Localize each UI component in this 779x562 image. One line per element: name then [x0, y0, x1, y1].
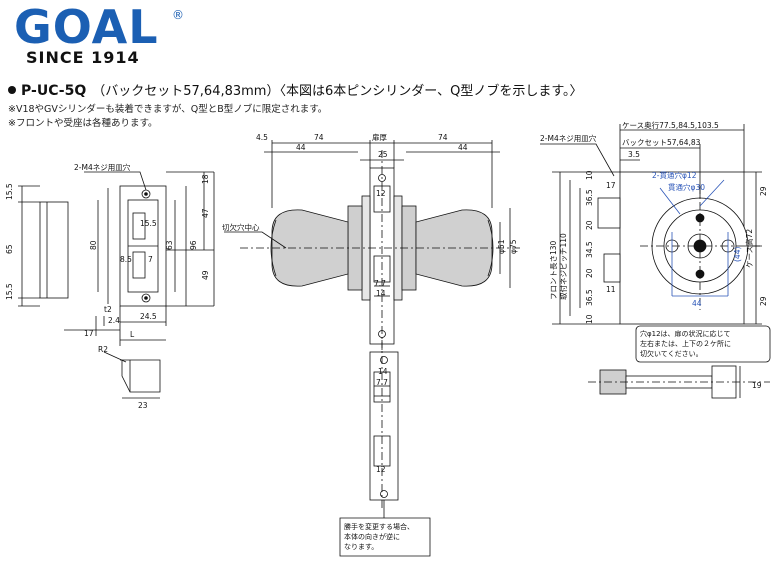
- dim-29-bottom: 29: [759, 296, 768, 306]
- lock-case-view: [540, 124, 771, 399]
- label-door-thickness: 扉厚: [372, 132, 387, 142]
- brand-name: GOAL: [14, 0, 159, 54]
- dim-15-5-inner: 15.5: [140, 219, 157, 228]
- hole-note-line1: 穴φ12は、扉の状況に応じて: [640, 329, 731, 338]
- dim-2-4: 2.4: [108, 316, 120, 325]
- dim-44-paren: (44): [733, 247, 742, 262]
- dim-74-right: 74: [438, 133, 448, 142]
- dim-17: 17: [84, 329, 94, 338]
- brand-tagline: SINCE 1914: [26, 48, 140, 67]
- model-number: P-UC-5Q: [21, 83, 87, 99]
- bullet-icon: [8, 86, 16, 94]
- dim-36-5-bottom: 36.5: [585, 289, 594, 306]
- dim-65: 65: [5, 244, 14, 254]
- dim-36-5-top: 36.5: [585, 189, 594, 206]
- label-r2: R2: [98, 345, 108, 354]
- label-L: L: [130, 330, 135, 339]
- dim-80-left: 80: [89, 240, 98, 250]
- dim-14-bottom: 14: [378, 367, 388, 376]
- hole-note-line3: 切欠いてください。: [640, 349, 703, 358]
- dim-4-5: 4.5: [256, 133, 268, 142]
- label-through-hole-12: 2-貫通穴φ12: [652, 170, 697, 180]
- dim-8-5: 8.5: [120, 255, 132, 264]
- dim-74-left: 74: [314, 133, 324, 142]
- dim-10-bottom: 10: [585, 314, 594, 324]
- dim-10-top: 10: [585, 170, 594, 180]
- product-header: P-UC-5Q （バックセット57,64,83mm）〈本図は6本ピンシリンダー、Q…: [8, 80, 583, 99]
- dim-12-top: 12: [376, 189, 386, 198]
- model-description: （バックセット57,64,83mm）〈本図は6本ピンシリンダー、Q型ノブを示しま…: [92, 84, 583, 99]
- label-backset: バックセット57,64,83: [622, 138, 701, 147]
- front-plate-long-view: [339, 340, 431, 557]
- label-cutout-center: 切欠穴中心: [222, 222, 260, 232]
- dim-15-5-top: 15.5: [5, 183, 14, 200]
- label-screw-hole-left: 2-M4ネジ用皿穴: [74, 162, 131, 172]
- dim-18: 18: [201, 174, 210, 184]
- dim-34-5: 34.5: [585, 241, 594, 258]
- dim-12-bottom: 12: [376, 465, 386, 474]
- dim-7: 7: [148, 255, 153, 264]
- dim-44-bottom: 44: [692, 299, 702, 308]
- dim-24-5: 24.5: [140, 312, 157, 321]
- dim-63: 63: [165, 240, 174, 250]
- dim-96: 96: [189, 240, 198, 250]
- dim-44-right: 44: [458, 143, 468, 152]
- dim-7-7-bottom: 7.7: [376, 378, 388, 387]
- label-through-hole-30: 貫通穴φ30: [668, 182, 705, 192]
- dim-17-right: 17: [606, 181, 616, 190]
- dim-20-top: 20: [585, 220, 594, 230]
- label-case-height: ケース高72: [744, 229, 754, 268]
- label-mount-pitch: 取付ネジピッチ110: [558, 233, 568, 300]
- dim-25: 25: [378, 150, 388, 159]
- dim-7-7-top: 7.7: [374, 279, 386, 288]
- registered-mark: ®: [172, 8, 184, 22]
- note-front: ※フロントや受座は各種あります。: [8, 118, 158, 129]
- dim-15-5-bottom: 15.5: [5, 283, 14, 300]
- dim-phi75: φ75: [509, 239, 518, 254]
- dim-49: 49: [201, 270, 210, 280]
- label-t2: t2: [104, 305, 112, 314]
- dim-11: 11: [606, 285, 616, 294]
- label-front-length: フロント長さ130: [549, 240, 558, 300]
- hand-note-line1: 勝手を変更する場合、: [344, 522, 414, 531]
- label-case-depth: ケース奥行77.5,84.5,103.5: [622, 120, 719, 130]
- dim-14-top: 14: [376, 289, 386, 298]
- label-screw-hole-right: 2-M4ネジ用皿穴: [540, 133, 597, 143]
- dim-23: 23: [138, 401, 148, 410]
- dim-phi51: φ51: [497, 239, 506, 254]
- knob-side-view: [224, 140, 520, 356]
- hole-note-line2: 左右または、上下の２ケ所に: [640, 339, 731, 348]
- front-plate-view: [18, 171, 215, 399]
- hand-note-line2: 本体の向きが逆に: [344, 532, 400, 541]
- note-cylinder: ※V18やGVシリンダーも装着できますが、Q型とB型ノブに限定されます。: [8, 104, 328, 115]
- hand-note-line3: なります。: [344, 543, 378, 551]
- dim-47: 47: [201, 208, 210, 218]
- dim-3-5: 3.5: [628, 150, 640, 159]
- dim-44-left: 44: [296, 143, 306, 152]
- dim-19: 19: [752, 381, 762, 390]
- brand-logo: GOAL ® SINCE 1914: [14, 0, 184, 67]
- dim-20-bottom: 20: [585, 268, 594, 278]
- dim-29-top: 29: [759, 186, 768, 196]
